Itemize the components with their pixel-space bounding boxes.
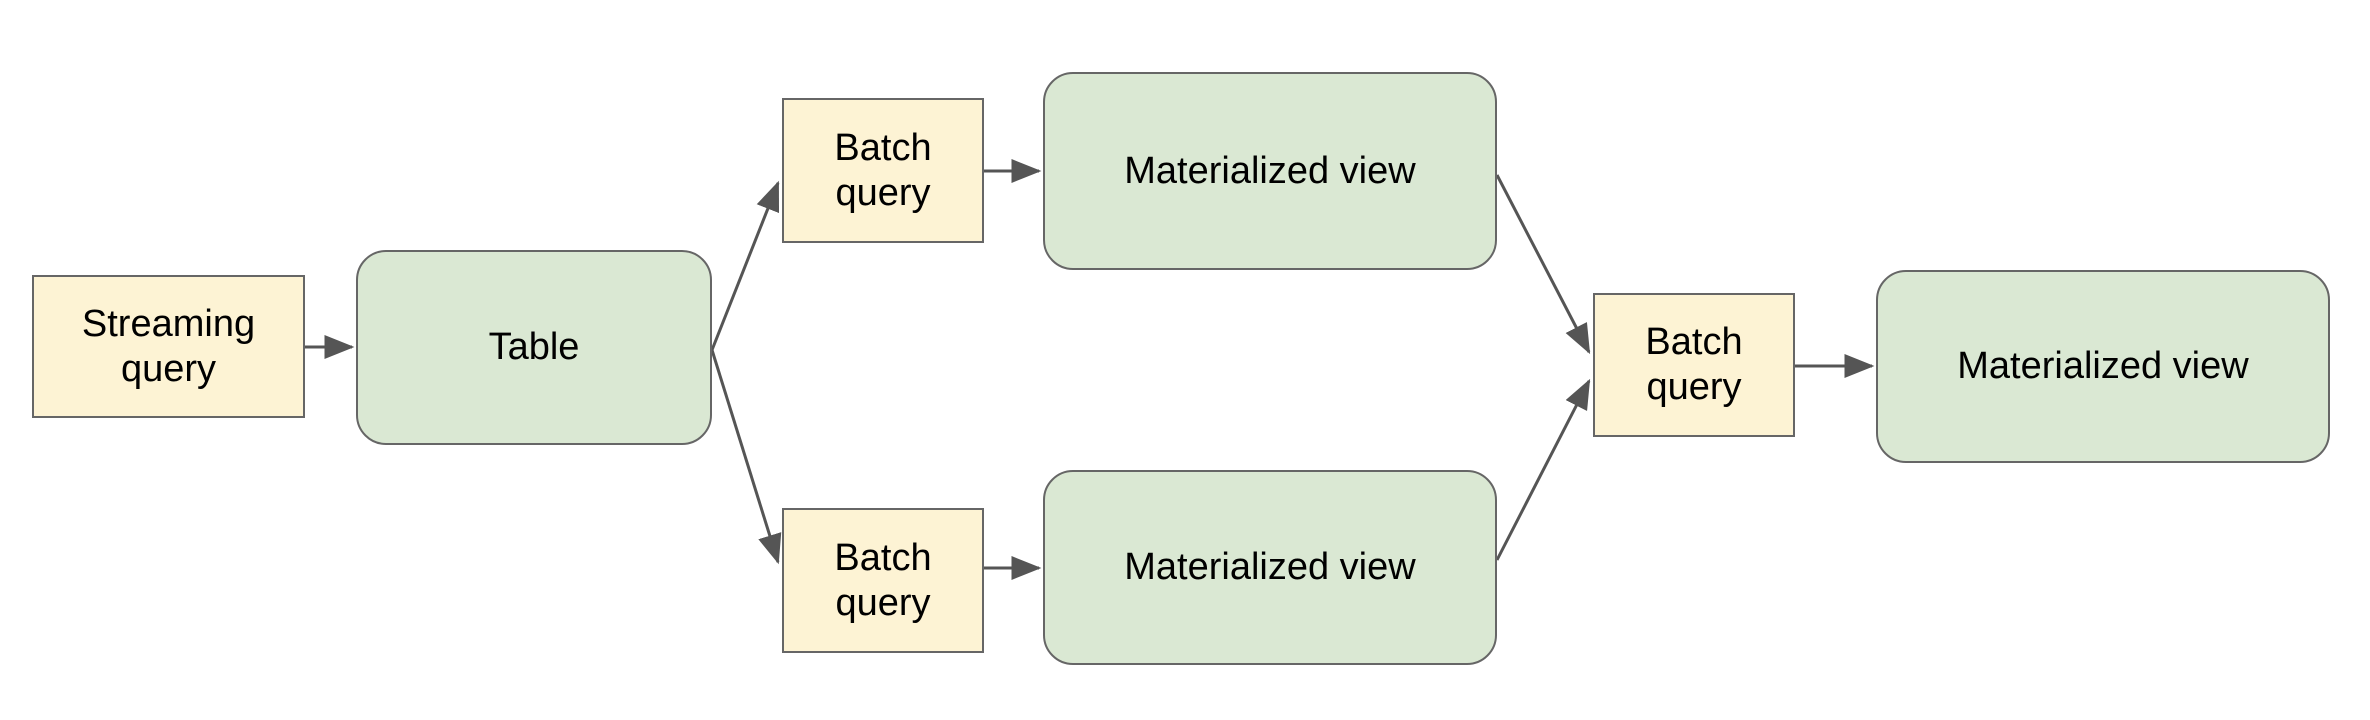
node-materialized-view-right[interactable]: Materialized view [1876, 270, 2330, 463]
edge-mv-top-to-batch-center [1495, 174, 1591, 355]
edge-table-to-batch-top [710, 180, 780, 351]
node-batch-query-center[interactable]: Batch query [1593, 293, 1795, 437]
node-streaming-query[interactable]: Streaming query [32, 275, 305, 418]
node-materialized-view-bottom[interactable]: Materialized view [1043, 470, 1497, 665]
edge-mv-bottom-to-batch-center [1495, 378, 1591, 561]
edge-table-to-batch-bottom [710, 349, 782, 565]
node-batch-query-bottom[interactable]: Batch query [782, 508, 984, 653]
node-batch-query-top[interactable]: Batch query [782, 98, 984, 243]
node-table[interactable]: Table [356, 250, 712, 445]
node-materialized-view-top[interactable]: Materialized view [1043, 72, 1497, 270]
